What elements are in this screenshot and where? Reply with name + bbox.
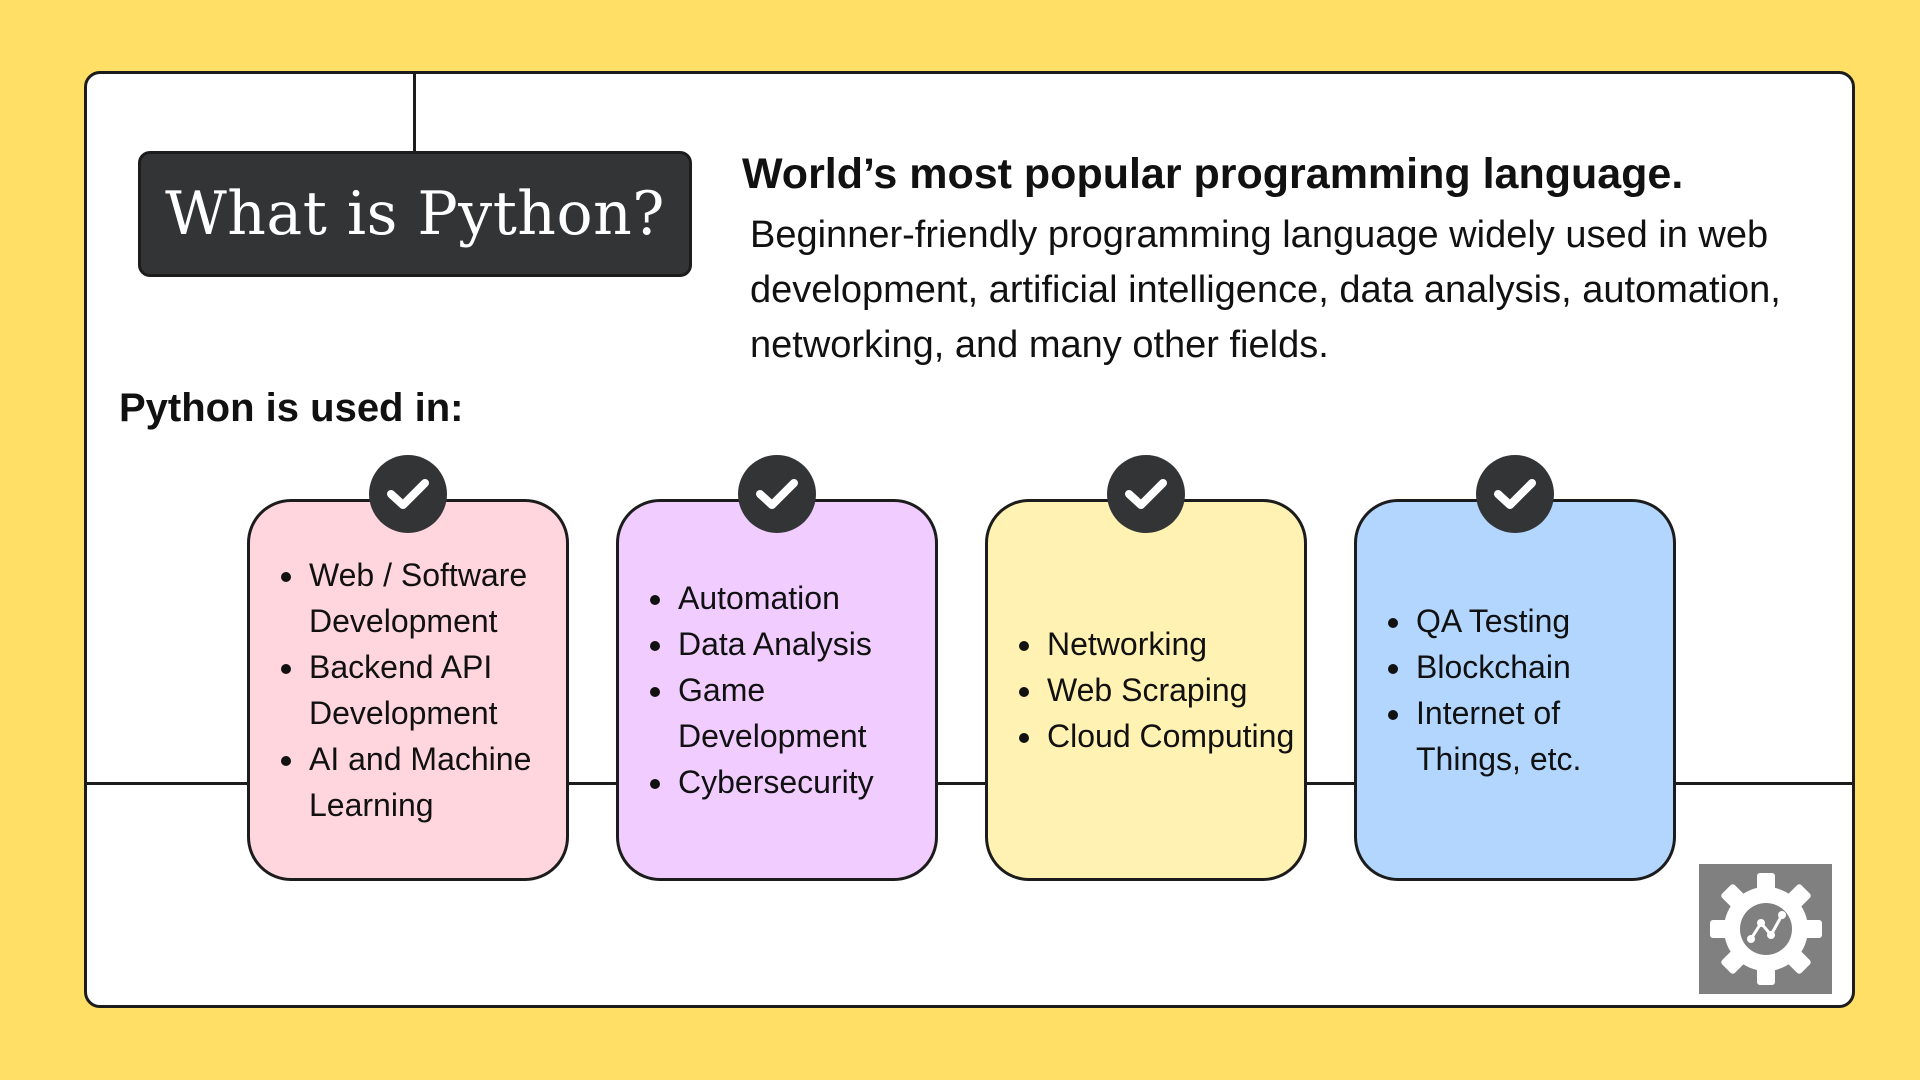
list-item: AI and Machine Learning — [307, 736, 566, 828]
usage-list: Automation Data Analysis Game Developmen… — [619, 575, 935, 805]
check-circle-icon — [1476, 455, 1554, 533]
list-item: Cloud Computing — [1045, 713, 1304, 759]
page-title: What is Python? — [165, 179, 665, 249]
usage-tile-1: Web / Software Development Backend API D… — [247, 499, 569, 881]
usage-list: QA Testing Blockchain Internet of Things… — [1357, 598, 1673, 782]
list-item: Internet of Things, etc. — [1414, 690, 1673, 782]
usage-list: Networking Web Scraping Cloud Computing — [988, 621, 1304, 759]
list-item: Cybersecurity — [676, 759, 935, 805]
list-item: Blockchain — [1414, 644, 1673, 690]
check-circle-icon — [738, 455, 816, 533]
gear-graph-logo-icon — [1699, 864, 1832, 994]
list-item: Game Development — [676, 667, 935, 759]
title-box: What is Python? — [138, 151, 692, 277]
list-item: Networking — [1045, 621, 1304, 667]
usage-list: Web / Software Development Backend API D… — [250, 552, 566, 828]
horizontal-connector-line — [87, 782, 1852, 785]
vertical-connector-line — [413, 74, 416, 154]
headline: World’s most popular programming languag… — [742, 150, 1684, 198]
used-in-heading: Python is used in: — [119, 386, 464, 430]
description: Beginner-friendly programming language w… — [750, 214, 1781, 366]
list-item: Backend API Development — [307, 644, 566, 736]
usage-tile-3: Networking Web Scraping Cloud Computing — [985, 499, 1307, 881]
list-item: Automation — [676, 575, 935, 621]
usage-tile-4: QA Testing Blockchain Internet of Things… — [1354, 499, 1676, 881]
list-item: Web / Software Development — [307, 552, 566, 644]
list-item: Data Analysis — [676, 621, 935, 667]
check-circle-icon — [369, 455, 447, 533]
usage-tile-2: Automation Data Analysis Game Developmen… — [616, 499, 938, 881]
list-item: QA Testing — [1414, 598, 1673, 644]
list-item: Web Scraping — [1045, 667, 1304, 713]
slide-card: What is Python? World’s most popular pro… — [84, 71, 1855, 1008]
check-circle-icon — [1107, 455, 1185, 533]
